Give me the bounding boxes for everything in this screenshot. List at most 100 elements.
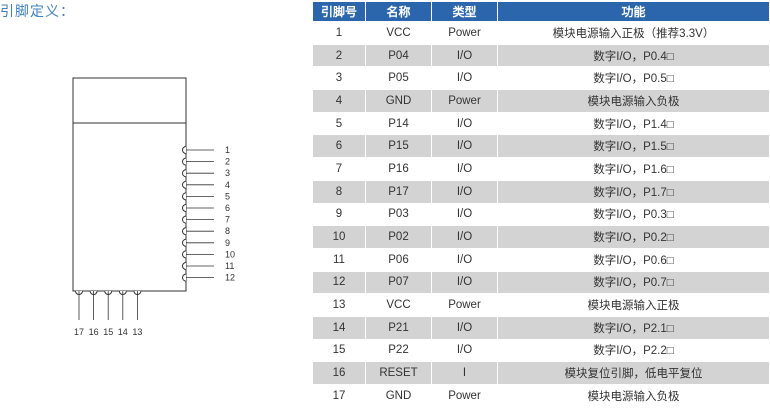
bottom-pin: 13 [132, 290, 142, 337]
bottom-pin-group: 17 16 15 14 13 [74, 290, 142, 337]
cell-function: 数字I/O，P1.7□ [498, 180, 769, 203]
cell-function: 数字I/O，P1.6□ [498, 158, 769, 180]
cell-type: Power [432, 90, 497, 112]
right-pin: 11 [182, 261, 234, 271]
header-pin-number: 引脚号 [313, 2, 365, 21]
cell-name: VCC [366, 22, 431, 44]
cell-function: 模块电源输入负极 [498, 385, 769, 407]
header-type: 类型 [432, 2, 497, 21]
cell-type: I [432, 362, 497, 384]
header-name: 名称 [366, 2, 431, 21]
cell-name: P04 [366, 44, 431, 67]
bottom-pin: 17 [74, 290, 84, 337]
cell-pin-number: 16 [313, 362, 365, 384]
cell-type: Power [432, 385, 497, 407]
cell-pin-number: 8 [313, 180, 365, 203]
right-pin: 9 [182, 238, 230, 248]
right-pin-label: 4 [225, 180, 230, 190]
bottom-pin-label: 14 [118, 327, 128, 337]
cell-type: I/O [432, 67, 497, 90]
cell-name: P02 [366, 226, 431, 248]
right-pin: 10 [182, 249, 235, 259]
cell-pin-number: 6 [313, 135, 365, 158]
cell-type: I/O [432, 158, 497, 180]
cell-type: I/O [432, 316, 497, 339]
cell-function: 数字I/O，P0.3□ [498, 203, 769, 226]
right-pin: 7 [182, 215, 230, 225]
cell-type: I/O [432, 180, 497, 203]
cell-function: 模块电源输入负极 [498, 90, 769, 112]
right-pin: 6 [182, 203, 230, 213]
header-function: 功能 [498, 2, 769, 21]
cell-type: I/O [432, 271, 497, 294]
cell-pin-number: 13 [313, 294, 365, 316]
cell-type: I/O [432, 339, 497, 362]
cell-name: P17 [366, 180, 431, 203]
table-header-row: 引脚号 名称 类型 功能 [313, 2, 769, 21]
cell-function: 数字I/O，P0.7□ [498, 271, 769, 294]
right-pin-label: 7 [225, 215, 230, 225]
cell-name: P07 [366, 271, 431, 294]
cell-type: Power [432, 294, 497, 316]
cell-function: 模块电源输入正极（推荐3.3V） [498, 22, 769, 44]
cell-pin-number: 7 [313, 158, 365, 180]
cell-pin-number: 4 [313, 90, 365, 112]
right-pin: 5 [182, 191, 230, 201]
cell-pin-number: 11 [313, 248, 365, 271]
cell-type: Power [432, 22, 497, 44]
cell-pin-number: 2 [313, 44, 365, 67]
module-outline [72, 77, 187, 292]
cell-function: 数字I/O，P2.1□ [498, 316, 769, 339]
cell-pin-number: 1 [313, 22, 365, 44]
cell-pin-number: 14 [313, 316, 365, 339]
cell-function: 数字I/O，P0.5□ [498, 67, 769, 90]
right-pin-label: 5 [225, 191, 230, 201]
cell-type: I/O [432, 112, 497, 135]
cell-function: 数字I/O，P1.5□ [498, 135, 769, 158]
right-pin-label: 1 [225, 145, 230, 155]
bottom-pin: 16 [89, 290, 99, 337]
cell-type: I/O [432, 203, 497, 226]
right-pin-label: 3 [225, 168, 230, 178]
cell-pin-number: 9 [313, 203, 365, 226]
cell-pin-number: 5 [313, 112, 365, 135]
right-pin-label: 11 [225, 261, 234, 271]
right-pin-label: 6 [225, 203, 230, 213]
right-pin-label: 10 [225, 249, 235, 259]
cell-name: P06 [366, 248, 431, 271]
right-pin: 3 [182, 168, 230, 178]
bottom-pin: 15 [103, 290, 113, 337]
cell-name: P22 [366, 339, 431, 362]
cell-name: P14 [366, 112, 431, 135]
cell-name: GND [366, 385, 431, 407]
cell-name: P05 [366, 67, 431, 90]
right-pin-label: 9 [225, 238, 230, 248]
cell-pin-number: 10 [313, 226, 365, 248]
cell-name: P16 [366, 158, 431, 180]
cell-name: VCC [366, 294, 431, 316]
bottom-pin-label: 17 [74, 327, 84, 337]
cell-function: 数字I/O，P1.4□ [498, 112, 769, 135]
bottom-pin-label: 16 [89, 327, 99, 337]
cell-pin-number: 12 [313, 271, 365, 294]
cell-name: GND [366, 90, 431, 112]
cell-name: P03 [366, 203, 431, 226]
cell-function: 数字I/O，P2.2□ [498, 339, 769, 362]
cell-name: RESET [366, 362, 431, 384]
cell-pin-number: 15 [313, 339, 365, 362]
cell-type: I/O [432, 226, 497, 248]
